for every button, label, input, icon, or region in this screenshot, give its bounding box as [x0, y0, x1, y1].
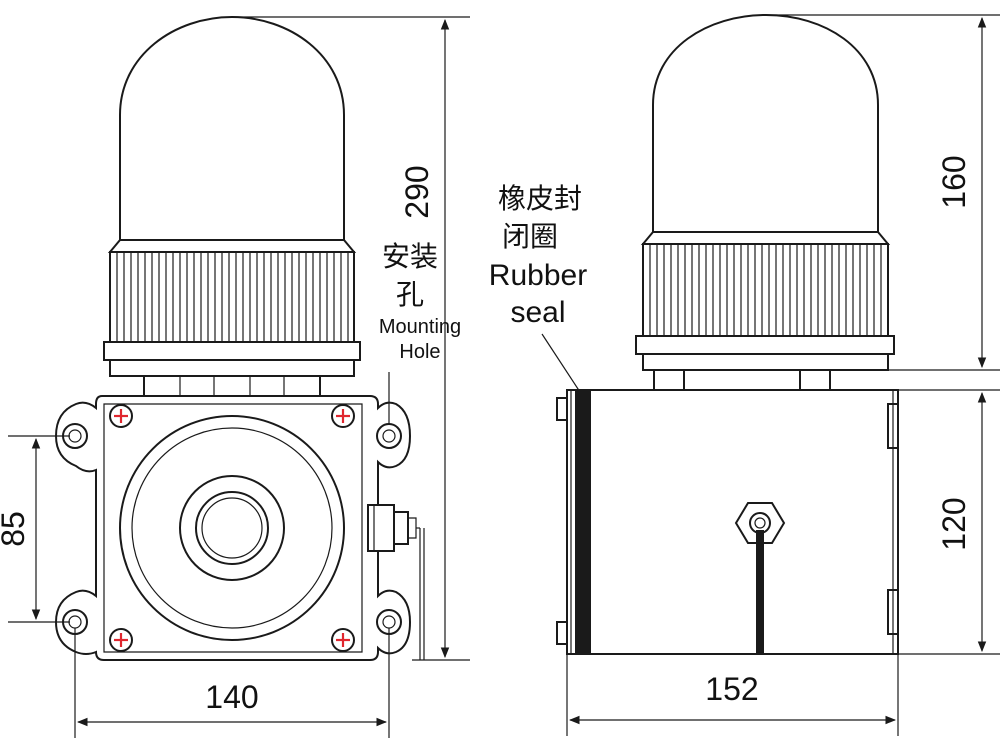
rubber-seal-en-line1: Rubber [489, 259, 587, 292]
screw-3 [109, 628, 133, 652]
left-dome-rim [107, 239, 357, 253]
dim-dome-height: 160 [766, 14, 1000, 371]
left-center-boss-mid [195, 491, 269, 565]
dim-body-height: 120 [898, 389, 1000, 655]
mounting-hole-cn-line1: 安装 [382, 240, 438, 273]
left-center-boss-inner [201, 497, 263, 559]
mounting-hole-cn-line2: 孔 [396, 278, 424, 311]
dim-body-height-text: 120 [936, 497, 972, 550]
left-mounting-plate [54, 395, 412, 661]
dim-total-height-text: 290 [399, 165, 435, 218]
right-view: 160 120 152 橡皮封 闭圈 Rubber seal [489, 13, 1000, 736]
right-ribbed-collar [642, 243, 889, 337]
dim-hole-spacing-v-text: 85 [0, 511, 31, 547]
left-view: 290 85 140 安装 孔 Mounting Hole [0, 15, 470, 738]
screw-2 [331, 404, 355, 428]
dim-total-height: 290 [232, 16, 470, 661]
left-center-boss-outer [179, 475, 285, 581]
rubber-seal-cn-line1: 橡皮封 [498, 182, 582, 215]
right-tab-left-bottom [556, 621, 568, 645]
rubber-seal-cn-line2: 闭圈 [502, 220, 558, 253]
right-cable [756, 530, 764, 654]
mounting-hole-label: 安装 孔 Mounting Hole [379, 240, 461, 424]
mounting-hole-en-line2: Hole [399, 341, 440, 363]
left-outer-ring-inner [131, 427, 333, 629]
dim-hole-spacing-h: 140 [74, 628, 390, 738]
left-base-ring-lower [109, 359, 355, 377]
left-ribbed-collar [109, 251, 355, 343]
screw-1 [109, 404, 133, 428]
mounting-hole-en-line1: Mounting [379, 316, 461, 338]
dim-hole-spacing-h-text: 140 [205, 679, 258, 715]
dim-hole-spacing-v: 85 [0, 435, 70, 623]
dim-body-width: 152 [566, 654, 899, 736]
right-tab-left-top [556, 397, 568, 421]
left-cable-gland [367, 504, 425, 660]
rubber-seal-band [575, 390, 591, 654]
right-base-ring [635, 335, 895, 355]
right-base-ring-lower [642, 353, 889, 371]
screw-4 [331, 628, 355, 652]
left-outer-ring [119, 415, 345, 641]
left-standoffs [143, 375, 321, 397]
dim-body-width-text: 152 [705, 671, 758, 707]
rubber-seal-label: 橡皮封 闭圈 Rubber seal [489, 182, 587, 393]
rubber-seal-en-line2: seal [510, 296, 565, 329]
right-cable-nut [734, 502, 786, 544]
right-box-body [566, 389, 899, 655]
left-plate-inner [103, 403, 363, 653]
dim-dome-height-text: 160 [936, 155, 972, 208]
left-base-ring [103, 341, 361, 361]
right-dome-rim [640, 231, 891, 245]
right-standoffs [653, 369, 831, 391]
left-dome [119, 15, 345, 241]
right-dome [652, 13, 879, 233]
